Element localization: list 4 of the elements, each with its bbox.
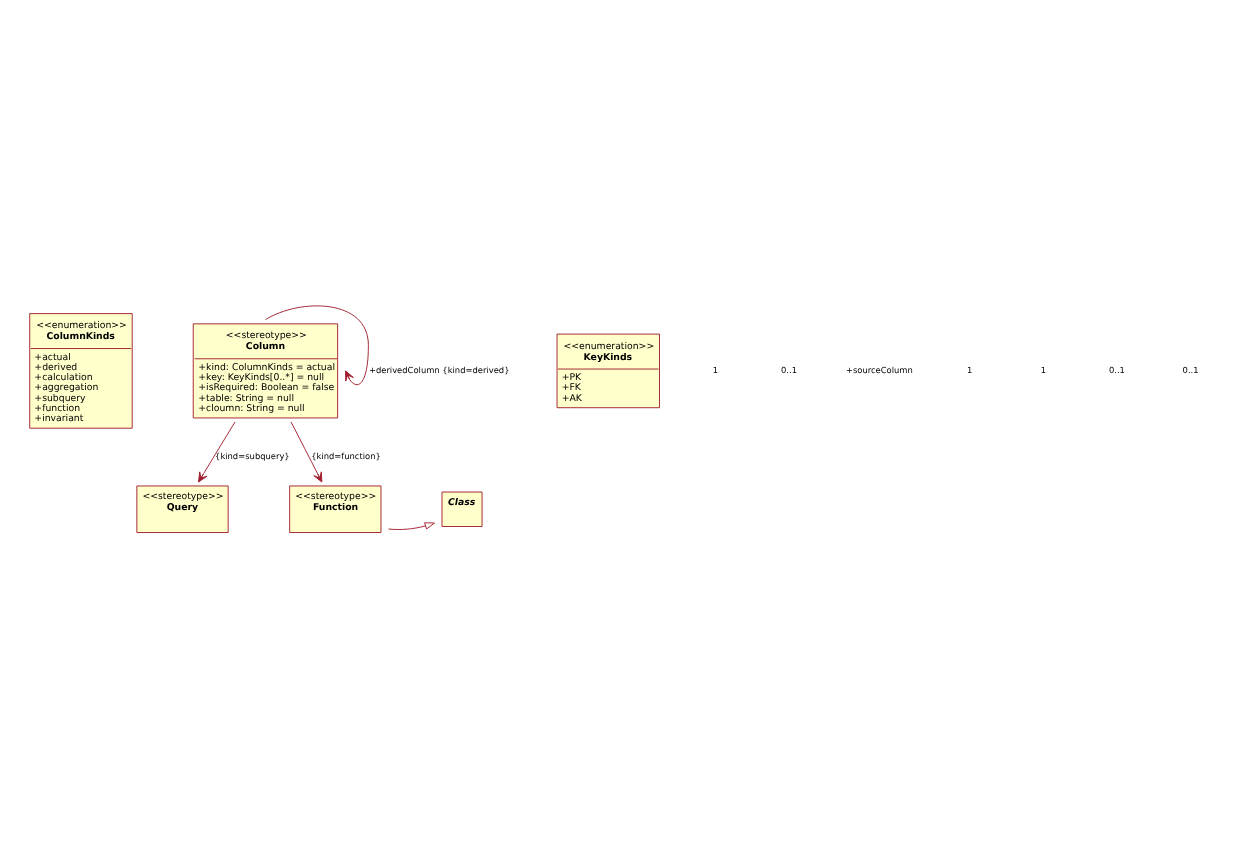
arrow (198, 421, 236, 483)
arrow (388, 522, 435, 530)
arrow (264, 305, 369, 386)
arrow (290, 421, 323, 483)
